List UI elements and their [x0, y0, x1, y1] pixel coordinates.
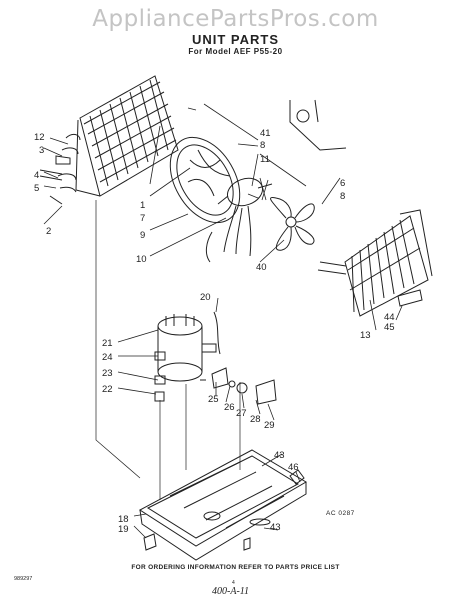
callout-9: 9: [140, 230, 145, 241]
condenser-coil: [317, 209, 433, 317]
handwritten-note: 400-A-11: [212, 586, 250, 597]
callout-24: 24: [102, 352, 113, 363]
mounting-clip: [143, 533, 157, 551]
callout-27: 27: [236, 408, 247, 419]
callout-13: 13: [360, 330, 371, 341]
evaporator-coil: [39, 75, 179, 205]
callout-40: 40: [256, 262, 267, 273]
base-pan: [139, 449, 307, 561]
callout-41: 41: [260, 128, 271, 139]
callout-26: 26: [224, 402, 235, 413]
document-code: 989297: [14, 576, 33, 582]
callout-45: 45: [384, 322, 395, 333]
callout-23: 23: [102, 368, 113, 379]
callout-11: 11: [260, 154, 270, 165]
callout-25: 25: [208, 394, 219, 405]
model-subtitle: For Model AEF P55-20: [188, 47, 283, 56]
diagram-reference: AC 0287: [326, 510, 355, 517]
callout-8a: 8: [260, 140, 265, 151]
watermark: AppliancePartsPros.com: [92, 6, 379, 32]
wire-harness: [213, 311, 221, 355]
callout-43b: 43: [270, 522, 281, 533]
callout-8b: 8: [340, 191, 345, 202]
callout-29: 29: [264, 420, 275, 431]
fan-shroud: [169, 136, 241, 224]
callout-3: 3: [39, 145, 44, 156]
ordering-info-footer: FOR ORDERING INFORMATION REFER TO PARTS …: [131, 564, 340, 571]
fan-motor: [205, 177, 273, 263]
callout-44: 44: [384, 312, 395, 323]
callout-1: 1: [140, 200, 145, 211]
callout-21: 21: [102, 338, 113, 349]
condenser-fan-blade: [270, 197, 315, 251]
page-title: UNIT PARTS: [191, 32, 280, 47]
callout-7: 7: [140, 213, 145, 224]
callout-5: 5: [34, 183, 39, 194]
callout-19: 19: [118, 524, 129, 535]
callout-2: 2: [46, 226, 51, 237]
callout-46: 46: [288, 462, 299, 473]
callout-20: 20: [200, 292, 211, 303]
callout-22: 22: [102, 384, 113, 395]
base-screw: [243, 537, 251, 551]
callout-43a: 43: [274, 450, 285, 461]
callout-18: 18: [118, 514, 129, 525]
callout-4: 4: [34, 170, 39, 181]
callout-10: 10: [136, 254, 147, 265]
overload-relay-parts: [211, 367, 277, 405]
callout-6: 6: [340, 178, 345, 189]
compressor-mounts: [154, 351, 166, 402]
callout-28: 28: [250, 414, 261, 425]
callout-12: 12: [34, 132, 45, 143]
compressor: [157, 314, 217, 382]
page-number: 4: [232, 580, 235, 586]
capillary-tube: [289, 99, 347, 151]
